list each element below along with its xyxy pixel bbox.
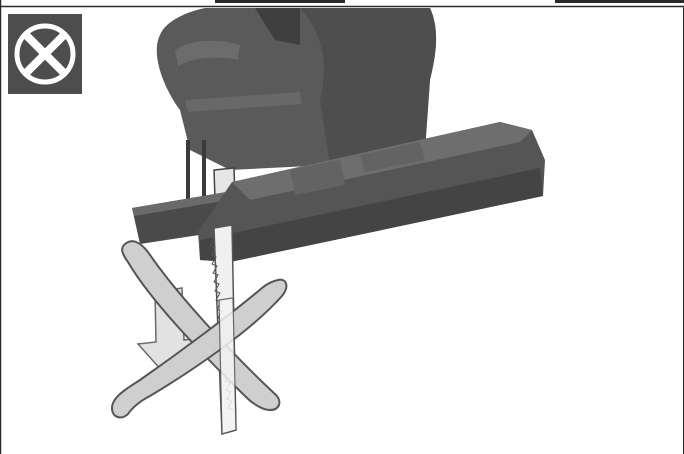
jigsaw-icon	[132, 8, 545, 435]
prohibited-x-icon	[14, 23, 76, 85]
crossed-out-icon	[111, 240, 288, 419]
prohibited-badge	[8, 14, 82, 94]
